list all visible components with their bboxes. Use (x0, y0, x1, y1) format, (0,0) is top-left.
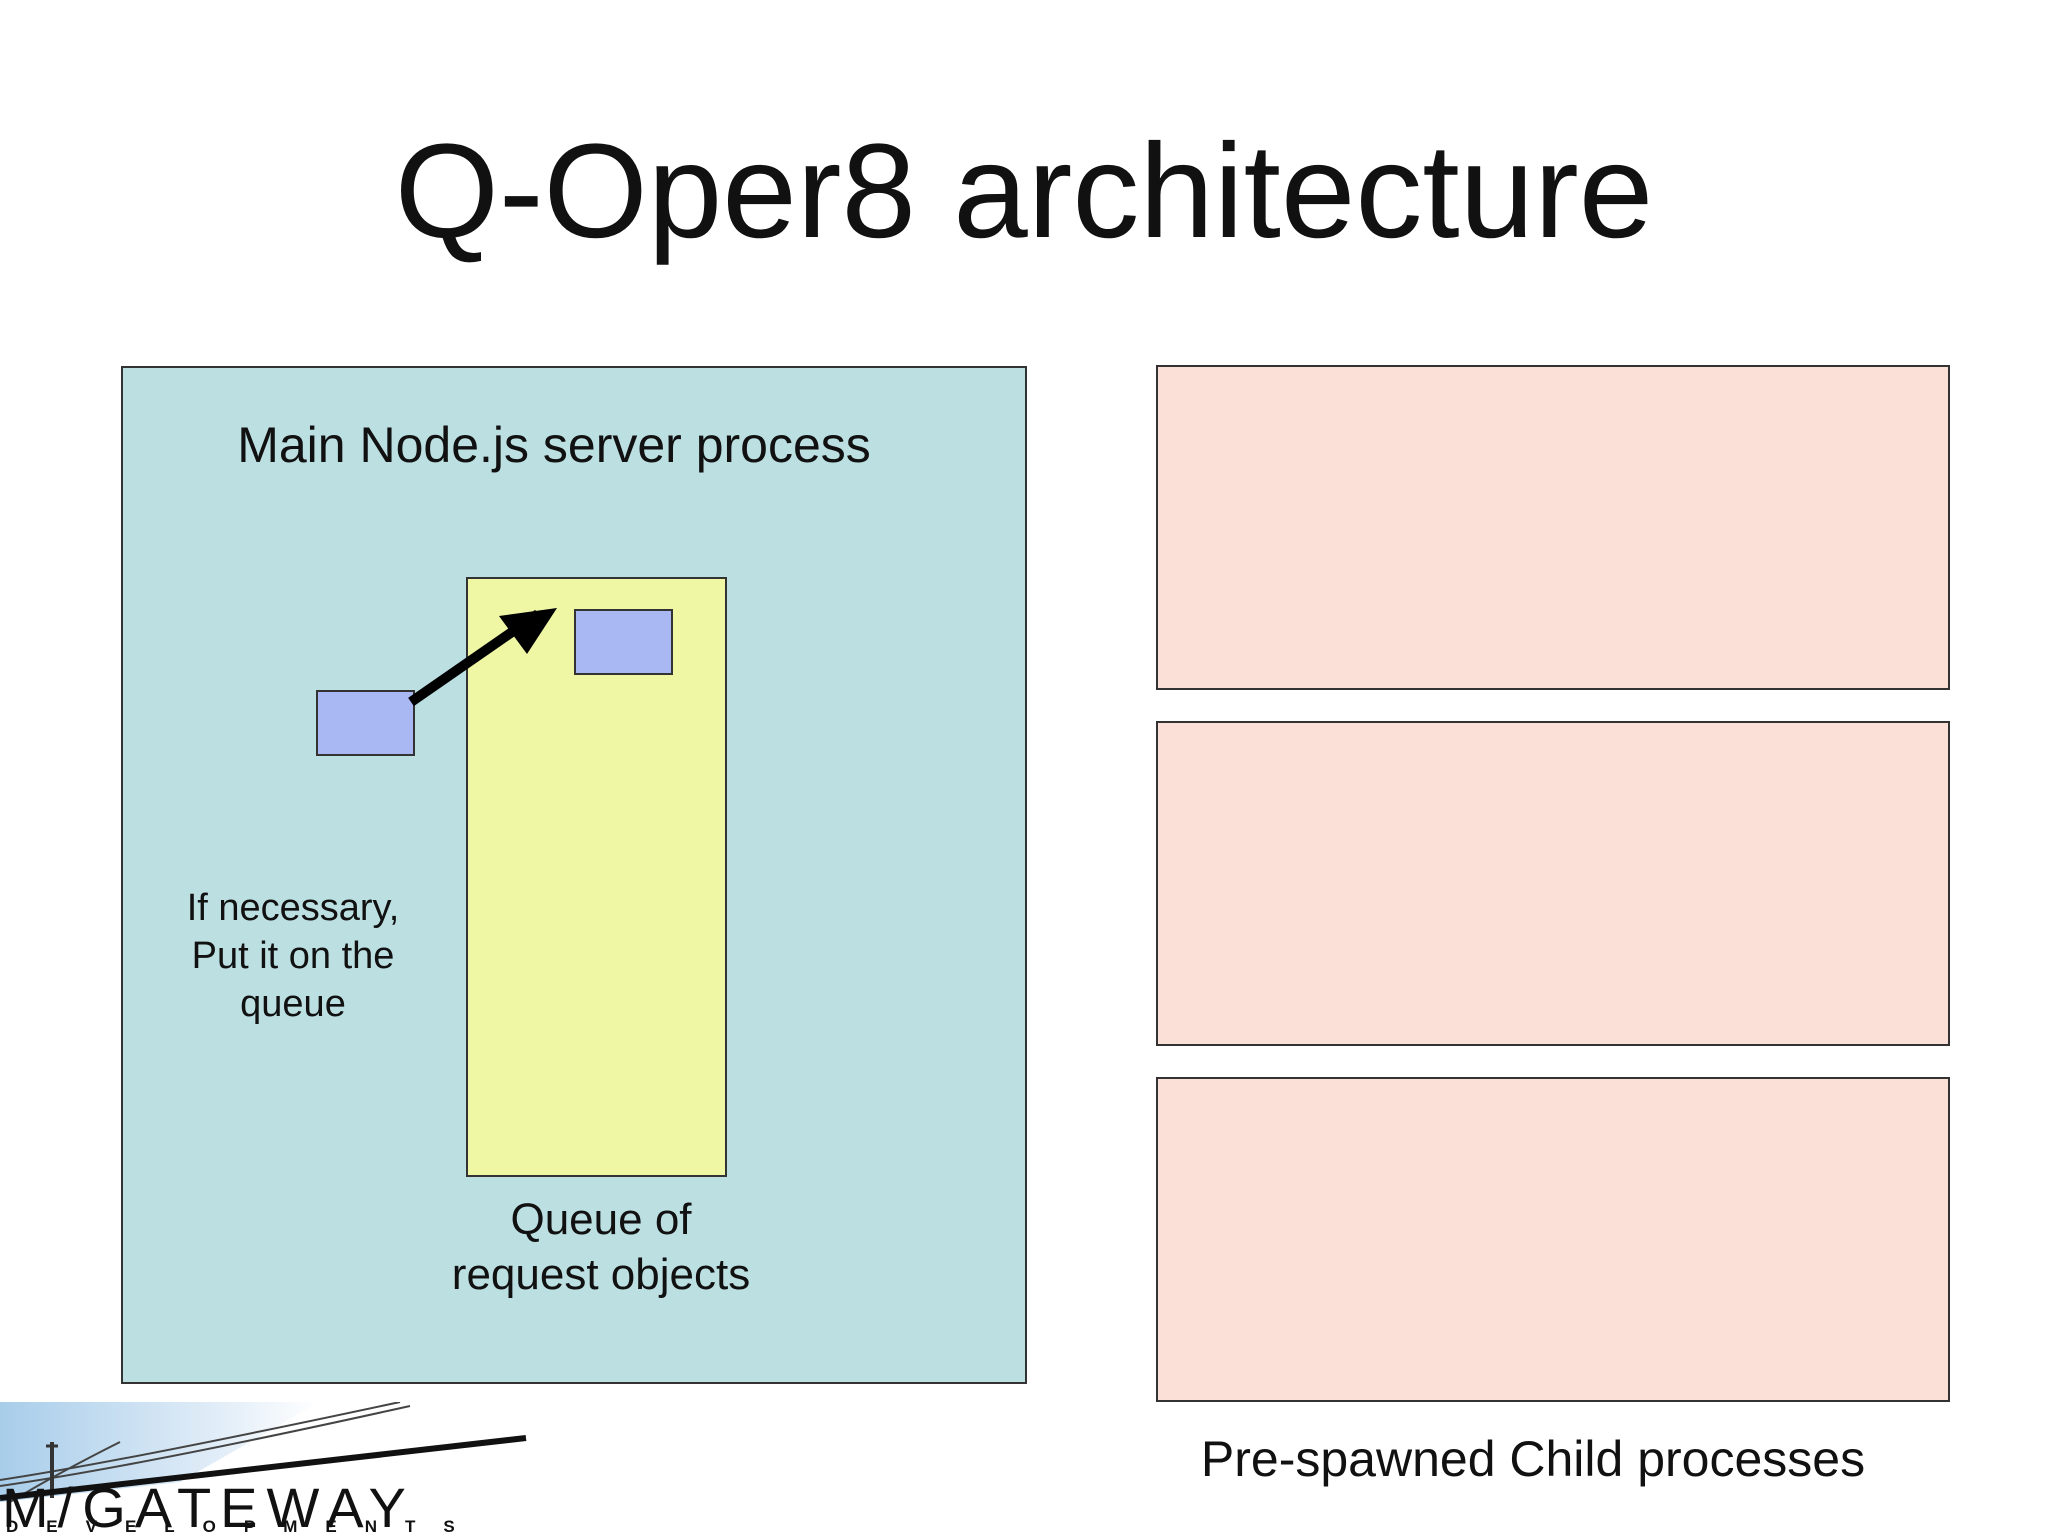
enqueue-note-line: queue (240, 983, 346, 1025)
enqueue-arrow-icon (408, 608, 557, 707)
queue-caption: Queue of request objects (391, 1192, 811, 1302)
child-process-box (1156, 1077, 1950, 1402)
enqueue-note: If necessary, Put it on the queue (163, 884, 423, 1028)
enqueue-note-line: If necessary, (186, 887, 400, 929)
child-processes-caption: Pre-spawned Child processes (1200, 1431, 1866, 1487)
request-queue-box (466, 577, 727, 1177)
child-process-box (1156, 721, 1950, 1046)
enqueue-note-line: Put it on the (191, 935, 395, 977)
mgateway-logo-icon (0, 1402, 527, 1503)
logo-wordmark: M/GATEWAY (2, 1476, 415, 1539)
slide-title: Q-Oper8 architecture (394, 117, 1654, 266)
incoming-request-object (316, 690, 415, 756)
queued-request-object (574, 609, 673, 675)
main-process-box: Main Node.js server process If necessary… (121, 366, 1027, 1384)
logo-subtitle: DEVELOPMENTS (6, 1517, 483, 1536)
child-process-box (1156, 365, 1950, 690)
queue-caption-line: Queue of (510, 1195, 692, 1244)
main-process-label: Main Node.js server process (237, 417, 871, 473)
queue-caption-line: request objects (451, 1250, 751, 1299)
